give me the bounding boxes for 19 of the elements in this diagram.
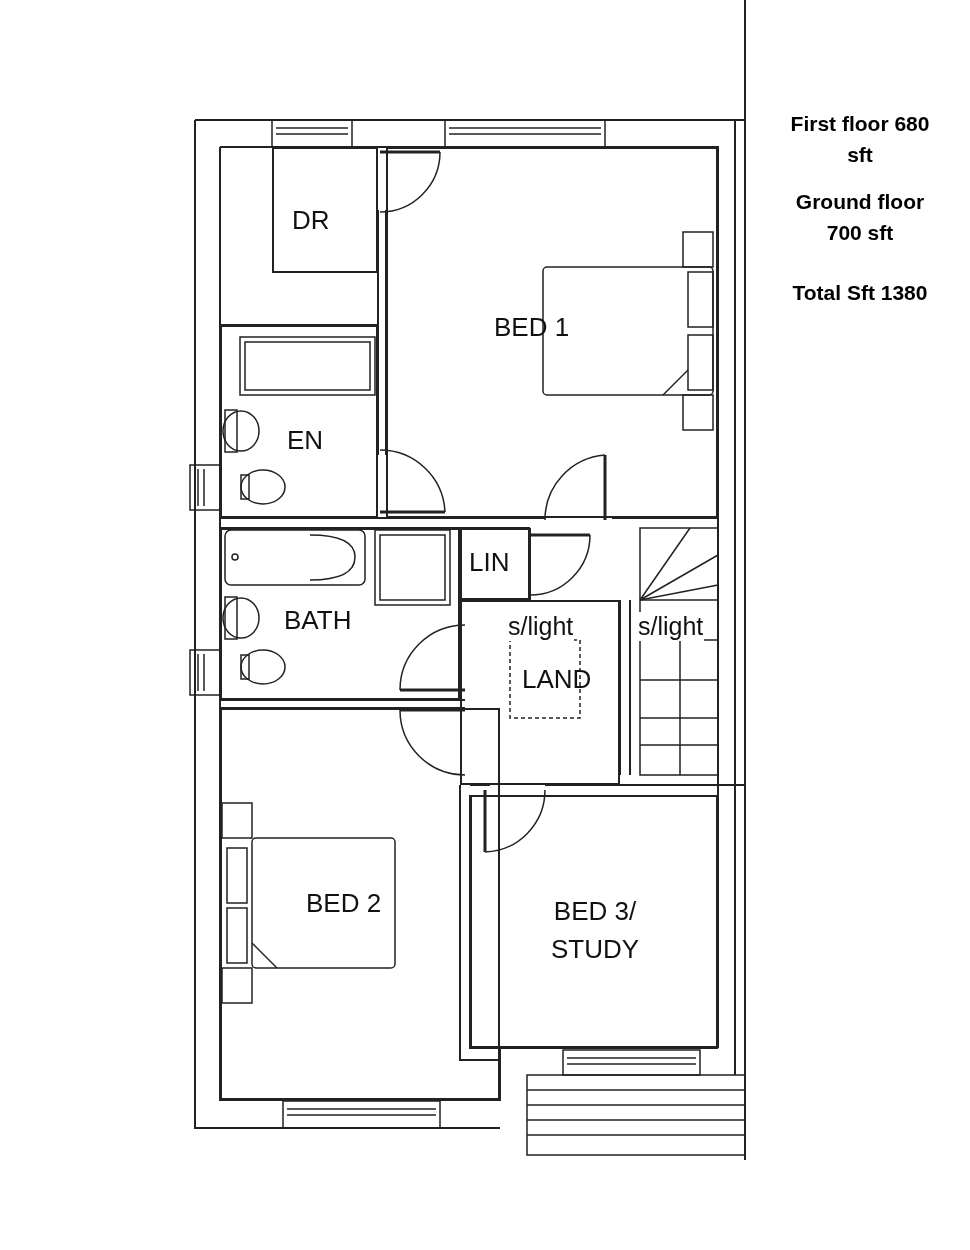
room-outline (460, 528, 530, 600)
room-label: LIN (469, 547, 510, 578)
room-label: BED 3/ STUDY (549, 895, 641, 966)
room-outline (220, 325, 378, 518)
room-label: LAND (522, 664, 592, 695)
skylight-label: s/light (637, 612, 705, 641)
room-label: BATH (284, 605, 352, 636)
floor-area-note: First floor 680 sft (789, 111, 931, 168)
room-outline (272, 147, 378, 273)
total-area-note: Total Sft 1380 (791, 280, 929, 306)
floor-area-note: Ground floor 700 sft (794, 189, 926, 246)
room-outline (470, 795, 718, 1048)
room-label: DR (292, 205, 330, 236)
room-outline (386, 147, 718, 518)
room-label: EN (287, 425, 324, 456)
room-outline (460, 600, 620, 785)
room-outline (220, 708, 500, 1100)
room-outline (220, 528, 460, 700)
room-label: BED 2 (306, 888, 382, 919)
